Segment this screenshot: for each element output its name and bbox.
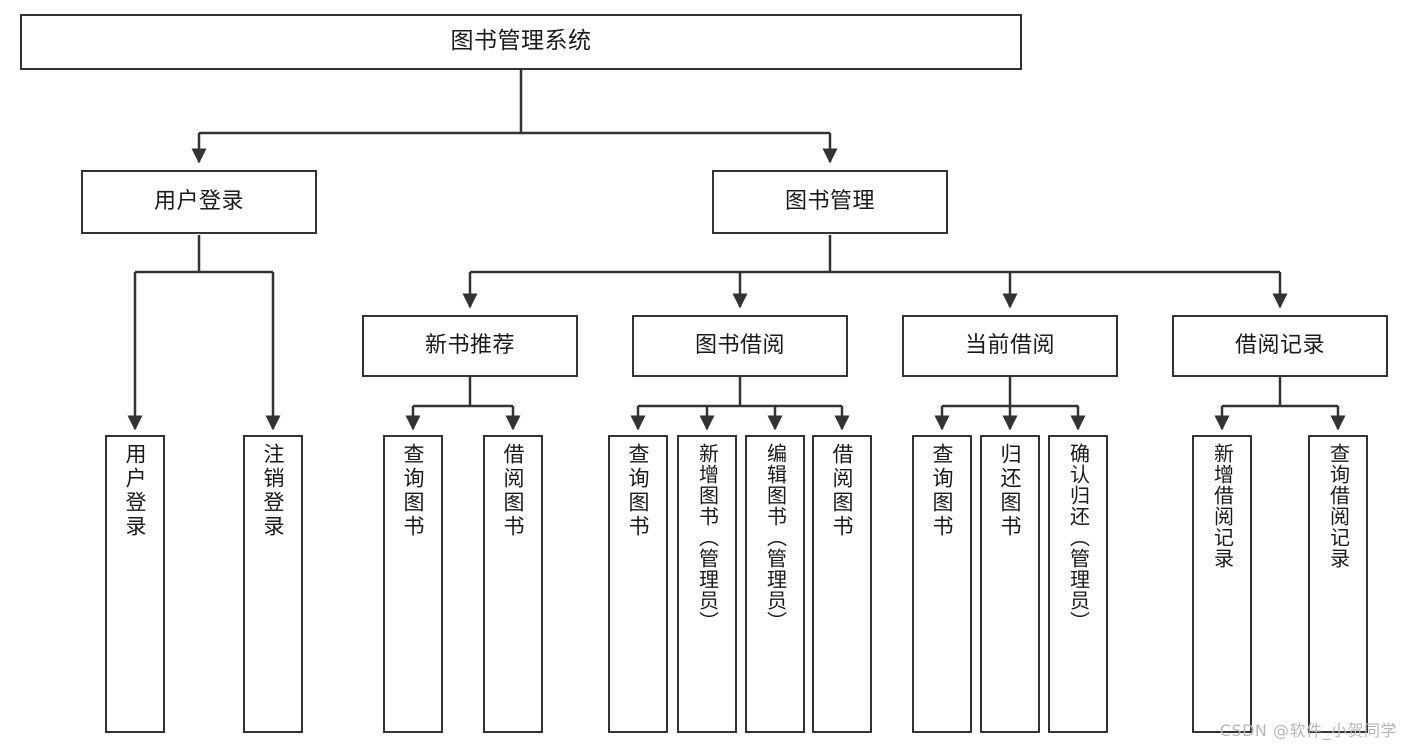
- node-leaf-borrow-book-1[interactable]: 借阅图书: [483, 435, 543, 733]
- node-label: 图书借阅: [694, 333, 785, 359]
- node-book-borrow[interactable]: 图书借阅: [632, 315, 848, 377]
- node-label: 查询图书: [626, 443, 651, 539]
- node-label: 用户登录: [153, 189, 244, 215]
- watermark-text: CSDN @软件_小贺同学: [1219, 721, 1397, 740]
- node-leaf-borrow-book-2[interactable]: 借阅图书: [812, 435, 872, 733]
- node-leaf-add-record[interactable]: 新增借阅记录: [1192, 435, 1252, 733]
- node-leaf-query-record[interactable]: 查询借阅记录: [1308, 435, 1368, 733]
- node-leaf-edit-book[interactable]: 编辑图书（管理员）: [745, 435, 805, 733]
- node-label: 查询借阅记录: [1326, 443, 1351, 569]
- node-label: 注销登录: [261, 443, 286, 539]
- node-label: 图书管理系统: [450, 28, 592, 55]
- node-leaf-user-login[interactable]: 用户登录: [105, 435, 165, 733]
- node-label: 新书推荐: [424, 333, 515, 359]
- node-label: 归还图书: [998, 443, 1023, 539]
- node-leaf-add-book[interactable]: 新增图书（管理员）: [677, 435, 737, 733]
- node-label: 查询图书: [401, 443, 426, 539]
- node-new-book-recommend[interactable]: 新书推荐: [362, 315, 578, 377]
- node-leaf-confirm-return[interactable]: 确认归还（管理员）: [1048, 435, 1108, 733]
- node-label: 查询图书: [930, 443, 955, 539]
- node-root-book-management-system[interactable]: 图书管理系统: [20, 14, 1022, 70]
- node-label: 图书管理: [784, 189, 875, 215]
- node-leaf-logout-login[interactable]: 注销登录: [243, 435, 303, 733]
- node-current-borrow[interactable]: 当前借阅: [902, 315, 1118, 377]
- node-leaf-query-book-1[interactable]: 查询图书: [383, 435, 443, 733]
- node-leaf-query-book-2[interactable]: 查询图书: [608, 435, 668, 733]
- node-leaf-return-book[interactable]: 归还图书: [980, 435, 1040, 733]
- node-leaf-query-book-3[interactable]: 查询图书: [912, 435, 972, 733]
- node-label: 当前借阅: [964, 333, 1055, 359]
- node-label: 用户登录: [123, 443, 148, 539]
- node-label: 确认归还（管理员）: [1066, 443, 1091, 632]
- node-label: 编辑图书（管理员）: [763, 443, 788, 632]
- node-label: 新增借阅记录: [1210, 443, 1235, 569]
- node-label: 新增图书（管理员）: [695, 443, 720, 632]
- node-label: 借阅记录: [1234, 333, 1325, 359]
- node-user-login[interactable]: 用户登录: [81, 170, 317, 234]
- node-borrow-record[interactable]: 借阅记录: [1172, 315, 1388, 377]
- node-label: 借阅图书: [501, 443, 526, 539]
- node-book-manage[interactable]: 图书管理: [712, 170, 948, 234]
- node-label: 借阅图书: [830, 443, 855, 539]
